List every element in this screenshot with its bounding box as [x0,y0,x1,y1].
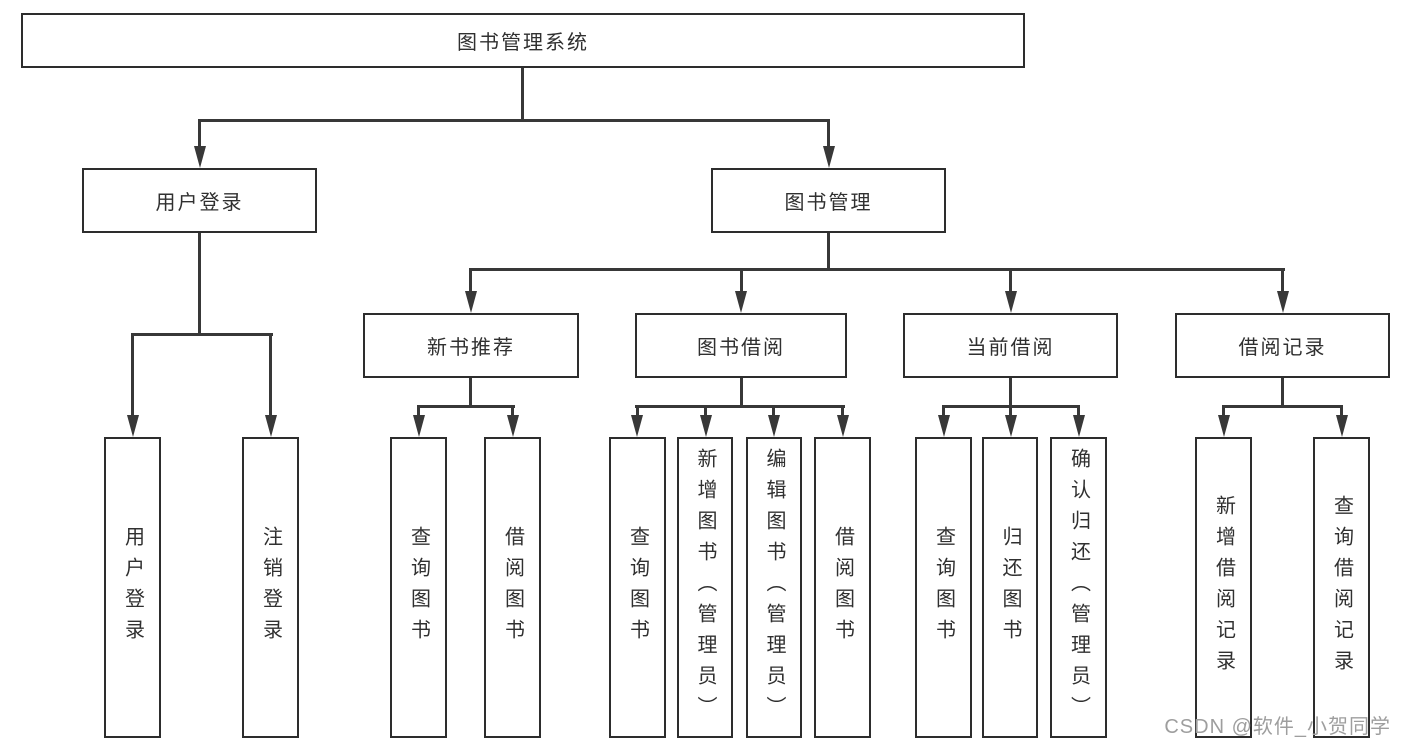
node-label: 图书管理系统 [457,32,589,54]
connector-line [1009,270,1012,291]
connector-line [1009,378,1012,406]
node-book-management: 图书管理 [711,168,946,233]
leaf-label: 新增图书（管理员） [694,448,716,727]
leaf-query-books-1: 查询图书 [390,437,447,738]
node-book-borrowing: 图书借阅 [635,313,847,378]
connector-line [131,335,134,417]
connector-line [704,407,707,417]
leaf-user-login: 用户登录 [104,437,161,738]
node-label: 用户登录 [155,192,244,214]
arrowhead [822,146,835,168]
arrowhead [735,291,747,313]
leaf-label: 查询借阅记录 [1330,494,1353,681]
connector-line [198,119,830,122]
leaf-confirm-return-admin: 确认归还（管理员） [1050,437,1107,738]
connector-line [636,407,639,417]
connector-line [131,333,273,336]
arrowhead [126,415,139,437]
arrowhead [465,291,477,313]
leaf-query-books-3: 查询图书 [915,437,972,738]
connector-line [417,405,515,408]
connector-line [521,68,524,120]
connector-line [1222,407,1225,417]
arrowhead [1276,291,1289,313]
arrowhead [631,415,643,437]
leaf-label: 确认归还（管理员） [1067,448,1090,727]
arrowhead [937,415,950,437]
leaf-borrow-books-1: 借阅图书 [484,437,541,738]
connector-line [269,335,272,417]
connector-line [1077,407,1080,417]
connector-line [740,270,743,291]
node-label: 图书借阅 [697,337,785,359]
connector-line [1009,407,1012,417]
leaf-logout: 注销登录 [242,437,299,738]
leaf-return-books: 归还图书 [982,437,1038,738]
leaf-add-book-admin: 新增图书（管理员） [677,437,733,738]
connector-line [841,407,844,417]
connector-line [740,378,743,406]
connector-line [942,407,945,417]
watermark: CSDN @软件_小贺同学 [1164,716,1391,738]
node-library-system: 图书管理系统 [21,13,1025,68]
connector-line [1281,270,1284,291]
arrowhead [264,415,277,437]
leaf-add-borrow-record: 新增借阅记录 [1195,437,1252,738]
arrowhead [193,146,206,168]
leaf-label: 用户登录 [121,525,144,650]
arrowhead [1335,415,1348,437]
arrowhead [699,415,712,437]
connector-line [942,405,1080,408]
leaf-label: 归还图书 [999,525,1021,650]
connector-line [469,270,472,291]
connector-line [1281,378,1284,406]
arrowhead [837,415,849,437]
leaf-label: 查询图书 [932,525,955,650]
connector-line [827,120,830,148]
leaf-borrow-books-2: 借阅图书 [814,437,871,738]
connector-line [1340,407,1343,417]
arrowhead [768,415,780,437]
connector-line [511,407,514,417]
arrowhead [506,415,519,437]
leaf-query-borrow-record: 查询借阅记录 [1313,437,1370,738]
connector-line [635,405,845,408]
node-borrowing-records: 借阅记录 [1175,313,1390,378]
connector-line [827,233,830,269]
connector-line [198,233,201,334]
leaf-label: 借阅图书 [501,525,524,650]
arrowhead [1217,415,1230,437]
node-current-borrowing: 当前借阅 [903,313,1118,378]
leaf-label: 注销登录 [259,525,282,650]
connector-line [772,407,775,417]
arrowhead [1004,291,1017,313]
arrowhead [1072,415,1085,437]
leaf-label: 查询图书 [626,525,649,650]
arrowhead [412,415,425,437]
node-label: 借阅记录 [1238,337,1327,359]
connector-line [417,407,420,417]
node-label: 图书管理 [784,192,873,214]
node-new-book-recommend: 新书推荐 [363,313,579,378]
leaf-label: 编辑图书（管理员） [763,448,785,727]
leaf-label: 新增借阅记录 [1212,494,1235,681]
leaf-label: 借阅图书 [831,525,854,650]
connector-line [469,268,1285,271]
connector-line [1222,405,1343,408]
connector-line [469,378,472,406]
node-user-login: 用户登录 [82,168,317,233]
connector-line [198,120,201,148]
leaf-query-books-2: 查询图书 [609,437,666,738]
leaf-edit-book-admin: 编辑图书（管理员） [746,437,802,738]
node-label: 新书推荐 [427,337,515,359]
node-label: 当前借阅 [966,337,1055,359]
leaf-label: 查询图书 [407,525,430,650]
arrowhead [1004,415,1017,437]
